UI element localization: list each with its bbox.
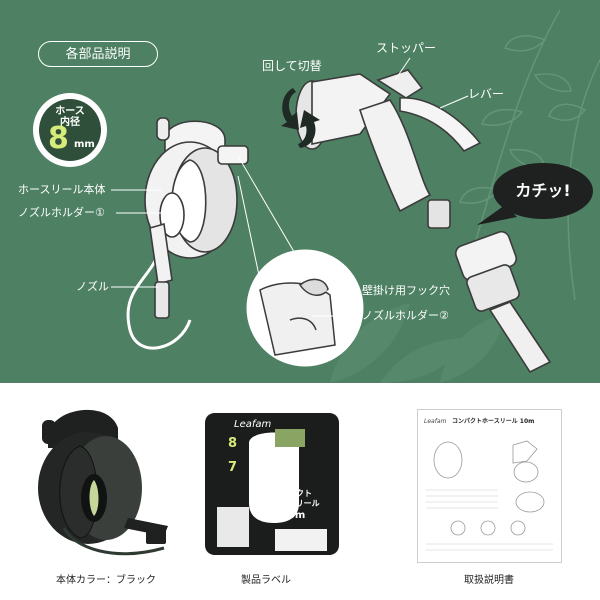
click-sound-text: カチッ! [515,181,571,200]
manual-brand: Leafam [424,418,447,425]
manual-sketches [426,440,553,551]
label-brand: Leafam [234,419,272,430]
badge-line1: ホース [55,106,85,117]
rotate-arrow-icon [281,88,320,148]
section-title-pill: 各部品説明 [38,41,158,67]
parts-description-panel: 各部品説明 ホース 内径 8 mm 回して切替 ストッパー レバー ホースリール… [0,0,600,383]
callout-nozzle-holder-1: ノズルホルダー① [18,206,105,219]
caption-body-color: 本体カラー：ブラック [56,575,156,586]
callout-stopper: ストッパー [376,41,437,55]
label-num-7: 7 [228,460,238,475]
label-length: 10m [281,510,306,521]
badge-line2: 内径 [60,117,80,128]
label-num-8: 8 [228,436,238,451]
hose-diameter-badge-inner: ホース 内径 8 mm [39,99,101,161]
caption-manual: 取扱説明書 [464,575,514,586]
callout-nozzle: ノズル [76,280,109,293]
callout-lines [111,57,469,317]
callout-reel-body: ホースリール本体 [18,183,106,196]
label-product-name-2: ホースリール [272,499,320,508]
badge-unit: mm [74,139,95,150]
caption-product-label: 製品ラベル [241,575,291,586]
spray-gun-illustration [295,69,482,229]
black-reel-photo [38,409,168,556]
hose-reel-illustration [126,117,249,350]
click-speech-bubble [477,163,593,225]
leaf-decoration-bottom [330,303,505,383]
manual-title: コンパクトホースリール 10m [452,418,535,425]
label-product-name-1: コンパクト [272,489,312,498]
product-label-card [205,413,339,555]
nozzle-holder-zoom [237,155,364,367]
parts-illustration [111,9,600,383]
quick-connector-illustration [454,230,552,374]
instruction-manual-thumb: Leafam コンパクトホースリール 10m [417,409,562,563]
callout-nozzle-holder-2: ノズルホルダー② [362,309,449,322]
callout-wall-hook: 壁掛け用フック穴 [362,284,450,297]
callout-rotate: 回して切替 [262,59,322,73]
callout-lever: レバー [468,87,505,101]
badge-number: 8 [48,121,69,156]
